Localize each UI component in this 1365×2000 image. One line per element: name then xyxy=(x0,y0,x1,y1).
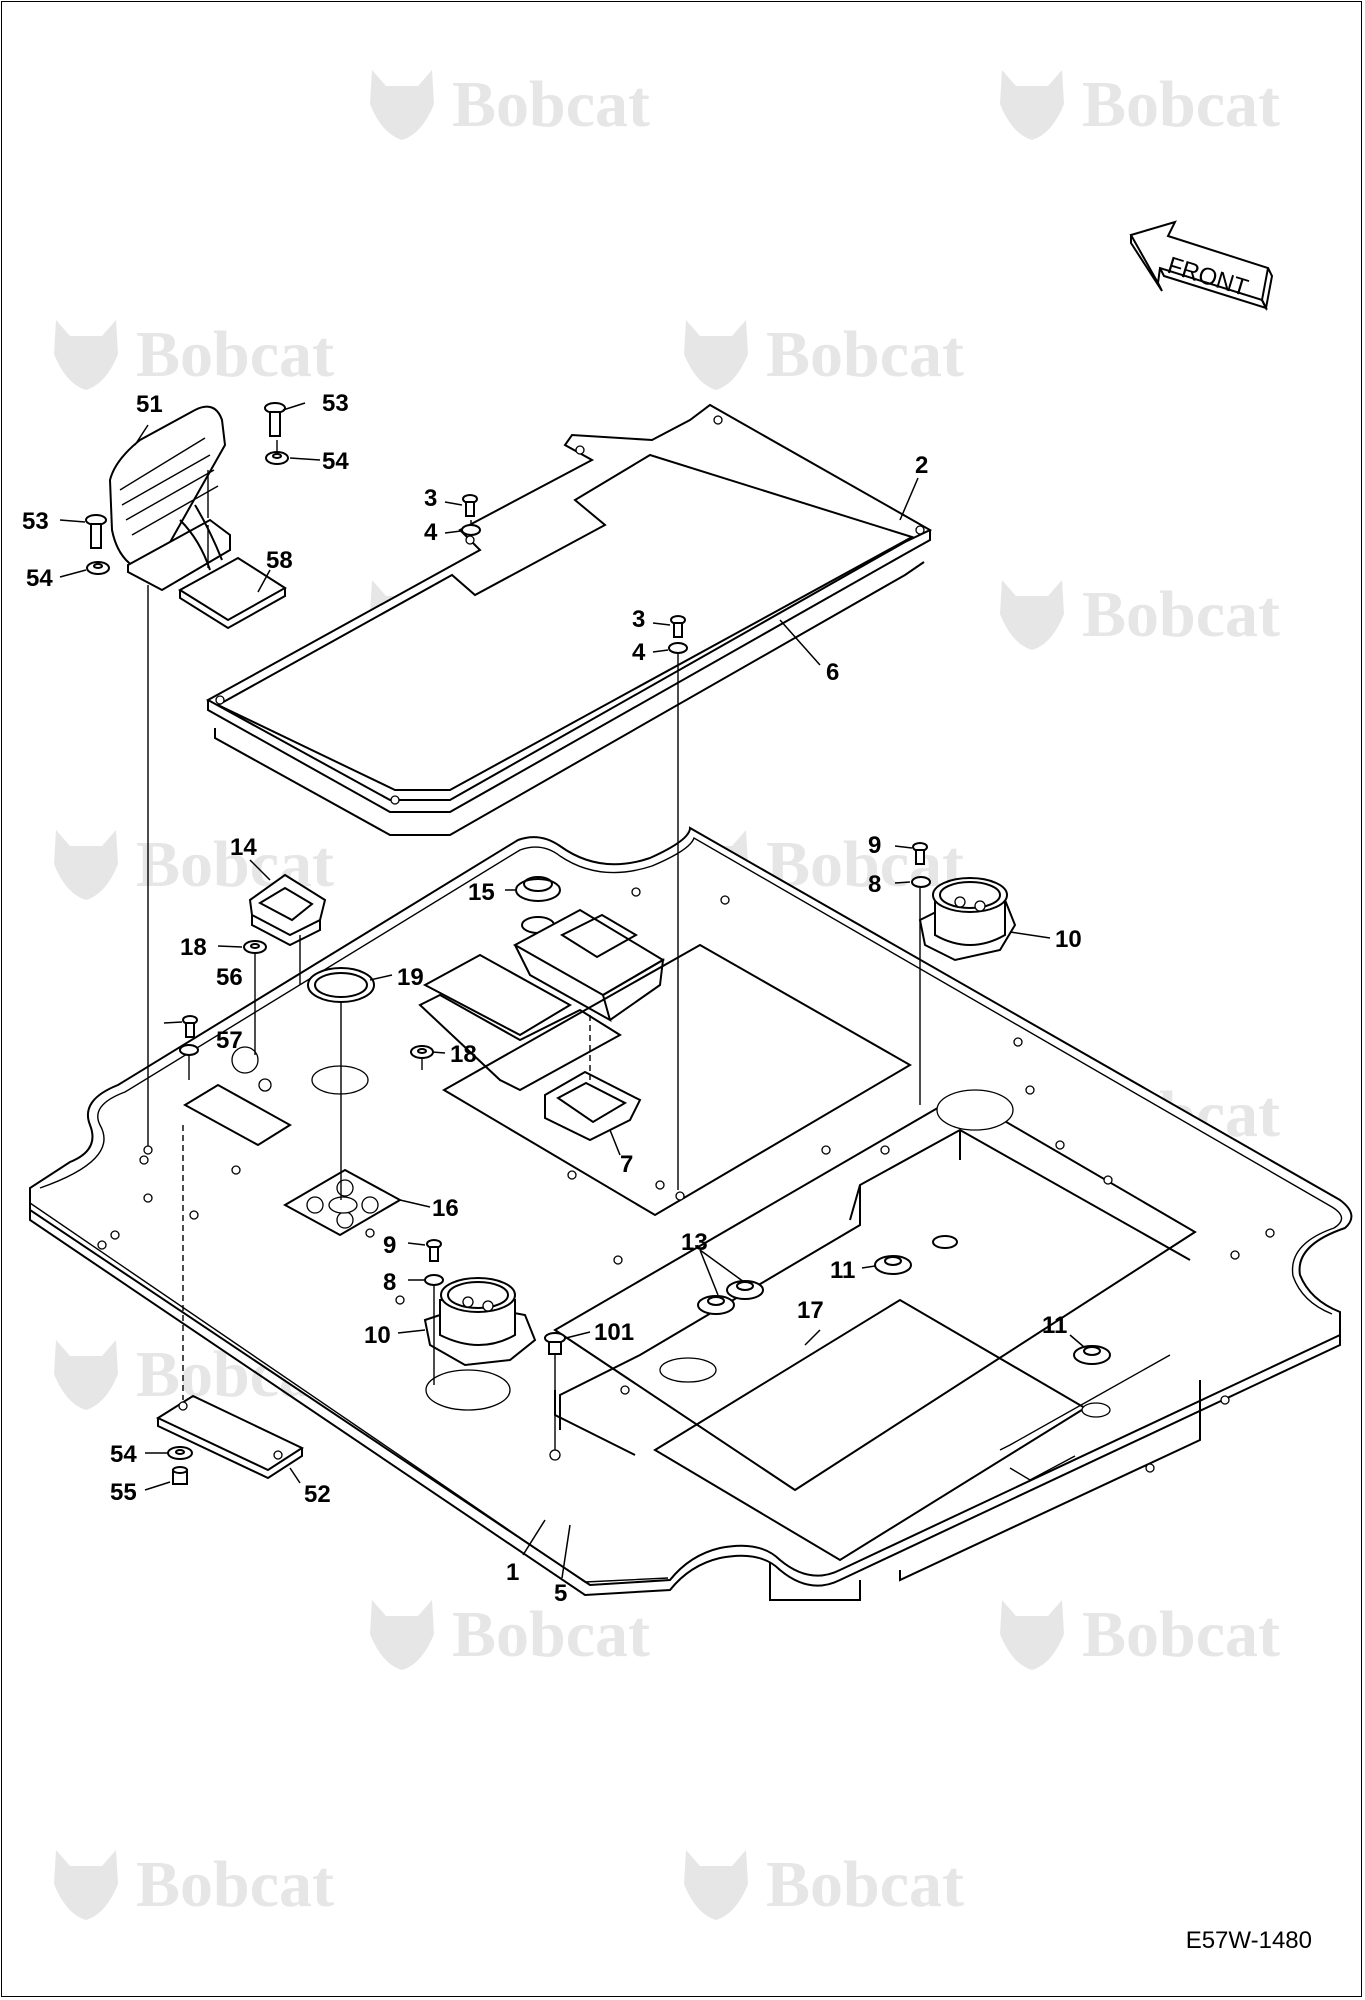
callout-10: 10 xyxy=(364,1322,391,1349)
watermark-brand: Bobcat xyxy=(136,318,334,391)
callout-3: 3 xyxy=(424,485,437,512)
callout-9: 9 xyxy=(383,1232,396,1259)
callout-1: 1 xyxy=(506,1559,519,1586)
callout-18: 18 xyxy=(450,1041,477,1068)
bobcat-logo-icon: Bobcat xyxy=(684,828,964,901)
callout-13: 13 xyxy=(681,1229,708,1256)
figure-code: E57W-1480 xyxy=(1186,1927,1312,1954)
callout-17: 17 xyxy=(797,1297,824,1324)
bobcat-logo-icon: Bobcat xyxy=(684,318,964,391)
callout-6: 6 xyxy=(826,659,839,686)
callout-8: 8 xyxy=(868,871,881,898)
bobcat-logo-icon: Bobcat xyxy=(684,1848,964,1921)
floor-plate xyxy=(29,826,1353,1601)
bobcat-logo-icon: Bobcat xyxy=(54,318,334,391)
callout-4: 4 xyxy=(632,639,646,666)
callout-10: 10 xyxy=(1055,926,1082,953)
watermark-brand: Bobcat xyxy=(766,1848,964,1921)
bobcat-logo-icon: Bobcat xyxy=(370,68,650,141)
floor-mat xyxy=(205,403,933,836)
assembly-lines xyxy=(143,440,921,1461)
bobcat-logo-icon: Bobcat xyxy=(370,1598,650,1671)
callout-7: 7 xyxy=(620,1151,633,1178)
callout-54: 54 xyxy=(110,1441,137,1468)
callout-18: 18 xyxy=(180,934,207,961)
callout-leaders xyxy=(59,402,1085,1579)
callout-51: 51 xyxy=(136,391,163,418)
callout-15: 15 xyxy=(468,879,495,906)
callout-11: 11 xyxy=(1042,1312,1067,1339)
bobcat-logo-icon: Bobcat xyxy=(54,828,334,901)
callout-57: 57 xyxy=(216,1027,243,1054)
bobcat-logo-icon: Bobcat xyxy=(1000,578,1280,651)
callout-9: 9 xyxy=(868,832,881,859)
watermark-brand: Bobcat xyxy=(136,1848,334,1921)
callout-58: 58 xyxy=(266,547,293,574)
watermark-brand: Bobcat xyxy=(452,68,650,141)
callout-8: 8 xyxy=(383,1269,396,1296)
callout-19: 19 xyxy=(397,964,424,991)
bobcat-logo-icon: Bobcat xyxy=(54,1848,334,1921)
watermark-brand: Bobcat xyxy=(1082,68,1280,141)
callout-2: 2 xyxy=(915,452,928,479)
callout-5: 5 xyxy=(554,1580,567,1607)
front-arrow-icon: FRONT xyxy=(1129,220,1274,312)
callout-11: 11 xyxy=(830,1257,855,1284)
callout-101: 101 xyxy=(594,1319,634,1346)
callout-55: 55 xyxy=(110,1479,137,1506)
watermark-brand: Bobcat xyxy=(452,1598,650,1671)
callout-4: 4 xyxy=(424,519,438,546)
callout-54: 54 xyxy=(322,448,349,475)
callout-52: 52 xyxy=(304,1481,331,1508)
callout-56: 56 xyxy=(216,964,243,991)
callout-53: 53 xyxy=(322,390,349,417)
callout-labels: 51 53 54 53 54 58 3 4 2 3 4 6 14 15 9 8 … xyxy=(22,390,1082,1607)
callout-54: 54 xyxy=(26,565,53,592)
callout-53: 53 xyxy=(22,508,49,535)
watermark-brand: Bobcat xyxy=(766,828,964,901)
watermark-brand: Bobcat xyxy=(766,318,964,391)
watermark-brand: Bobcat xyxy=(1082,578,1280,651)
bobcat-logo-icon: Bobcat xyxy=(1000,68,1280,141)
foot-rest-pedal xyxy=(108,405,287,630)
bobcat-logo-icon: Bobcat xyxy=(1000,1598,1280,1671)
callout-16: 16 xyxy=(432,1195,459,1222)
callout-3: 3 xyxy=(632,606,645,633)
watermark-brand: Bobcat xyxy=(1082,1598,1280,1671)
callout-14: 14 xyxy=(230,834,257,861)
hardware xyxy=(85,402,931,1485)
